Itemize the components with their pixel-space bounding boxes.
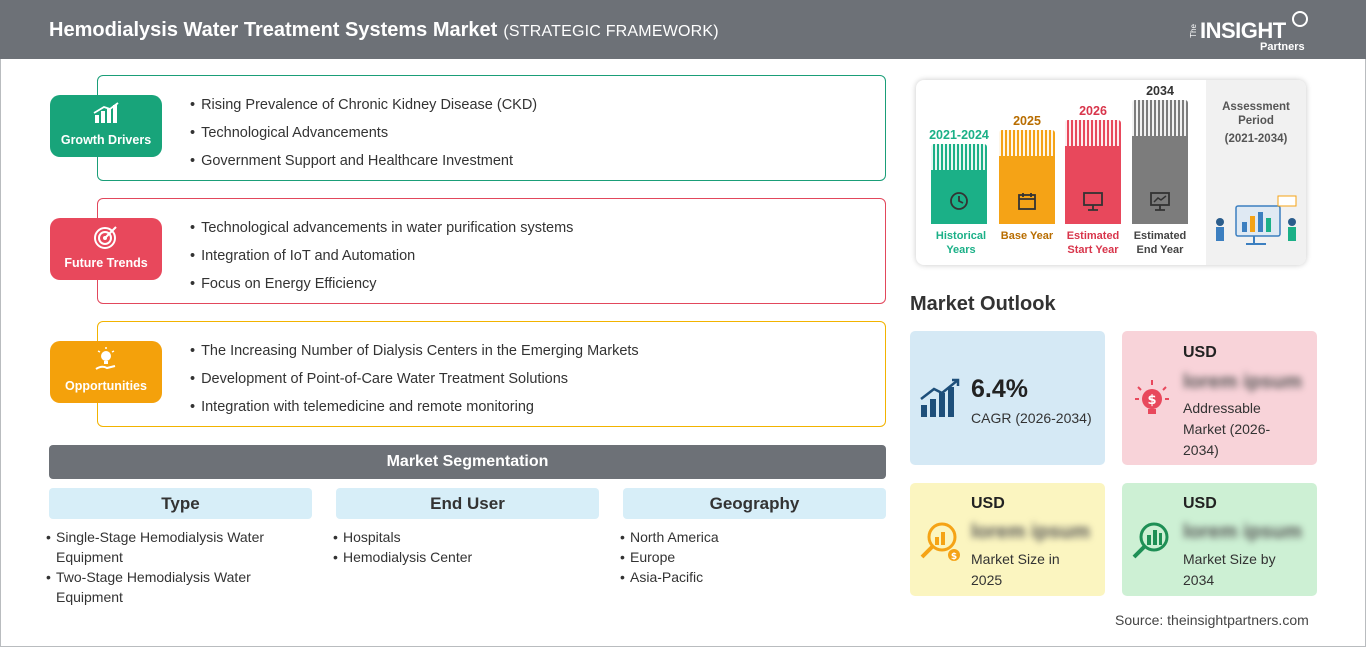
list-item: Asia-Pacific (620, 567, 886, 587)
assessment-period: (2021-2034) (1224, 133, 1288, 145)
logo-partners: Partners (1260, 41, 1305, 53)
svg-text:$: $ (951, 552, 957, 562)
future-trends-card: Technological advancements in water puri… (97, 198, 886, 304)
size-2034-label: Market Size by 2034 (1183, 551, 1276, 588)
segment-type: Type Single-Stage Hemodialysis Water Equ… (46, 488, 312, 607)
timeline-label: Estimated End Year (1133, 230, 1187, 256)
market-outlook-title: Market Outlook (910, 293, 1056, 315)
future-trends-label: Future Trends (64, 256, 148, 270)
magnifier-chart-icon (1130, 519, 1174, 572)
cagr-card: 6.4% CAGR (2026-2034) (910, 331, 1105, 465)
size-2034-currency: USD (1183, 495, 1217, 512)
cagr-value: 6.4% (971, 375, 1028, 403)
segment-heading: Type (49, 488, 312, 519)
size-2034-value: lorem ipsum (1183, 521, 1302, 543)
assessment-label: Assessment Period (1222, 101, 1290, 127)
opportunities-card: The Increasing Number of Dialysis Center… (97, 321, 886, 427)
list-item: Technological advancements in water puri… (190, 218, 573, 246)
list-item: Two-Stage Hemodialysis Water Equipment (46, 567, 312, 607)
assessment-panel: Assessment Period (2021-2034) (1206, 80, 1306, 265)
list-item: North America (620, 527, 886, 547)
segmentation-title: Market Segmentation (49, 445, 886, 479)
monitor-chart-icon (1132, 190, 1188, 217)
opportunities-label: Opportunities (65, 379, 147, 393)
timeline-bar-end (1132, 100, 1188, 224)
list-item: Single-Stage Hemodialysis Water Equipmen… (46, 527, 312, 567)
opportunities-list: The Increasing Number of Dialysis Center… (190, 341, 639, 425)
timeline-label: Base Year (1000, 230, 1054, 242)
list-item: Rising Prevalence of Chronic Kidney Dise… (190, 95, 537, 123)
list-item: Integration of IoT and Automation (190, 246, 573, 274)
bar-stripes (999, 130, 1055, 156)
growth-drivers-label: Growth Drivers (60, 133, 152, 147)
source-text: Source: theinsightpartners.com (1115, 612, 1309, 628)
list-item: Hospitals (333, 527, 599, 547)
addressable-label: Addressable Market (2026-2034) (1183, 400, 1271, 458)
growth-drivers-list: Rising Prevalence of Chronic Kidney Dise… (190, 95, 537, 179)
timeline-year: 2025 (1013, 114, 1041, 128)
bar-stripes (931, 144, 987, 170)
future-trends-list: Technological advancements in water puri… (190, 218, 573, 302)
list-item: Europe (620, 547, 886, 567)
timeline-year: 2021-2024 (929, 128, 989, 142)
addressable-market-card: $ USD lorem ipsum Addressable Market (20… (1122, 331, 1317, 465)
growth-chart-icon (50, 101, 162, 130)
logo-insight: INSIGHT (1200, 18, 1286, 43)
bar-growth-icon (918, 377, 962, 428)
list-item: The Increasing Number of Dialysis Center… (190, 341, 639, 369)
segment-list: North America Europe Asia-Pacific (620, 527, 886, 587)
svg-text:$: $ (1147, 393, 1156, 408)
history-icon (931, 190, 987, 217)
market-size-2034-card: USD lorem ipsum Market Size by 2034 (1122, 483, 1317, 596)
list-item: Hemodialysis Center (333, 547, 599, 567)
segment-list: Hospitals Hemodialysis Center (333, 527, 599, 567)
insight-partners-logo: The INSIGHT Partners (1189, 10, 1320, 54)
timeline-bar-base (999, 130, 1055, 224)
size-2025-currency: USD (971, 495, 1005, 512)
dollar-bulb-icon: $ (1130, 377, 1174, 430)
timeline-bar-historical (931, 144, 987, 224)
growth-drivers-card: Rising Prevalence of Chronic Kidney Dise… (97, 75, 886, 181)
calendar-icon (999, 190, 1055, 217)
timeline-year: 2026 (1079, 104, 1107, 118)
size-2025-label: Market Size in 2025 (971, 551, 1060, 588)
title-subtitle: (STRATEGIC FRAMEWORK) (503, 23, 719, 40)
presentation-icon (1065, 190, 1121, 217)
list-item: Focus on Energy Efficiency (190, 274, 573, 302)
timeline-bar-start (1065, 120, 1121, 224)
header-bar: Hemodialysis Water Treatment Systems Mar… (0, 0, 1366, 59)
analysts-illustration-icon (1210, 192, 1302, 257)
bar-stripes (1065, 120, 1121, 146)
target-icon (50, 224, 162, 255)
timeline-year: 2034 (1146, 84, 1174, 98)
list-item: Integration with telemedicine and remote… (190, 397, 639, 425)
segment-heading: End User (336, 488, 599, 519)
market-size-2025-card: $ USD lorem ipsum Market Size in 2025 (910, 483, 1105, 596)
segment-list: Single-Stage Hemodialysis Water Equipmen… (46, 527, 312, 607)
segment-heading: Geography (623, 488, 886, 519)
segment-end-user: End User Hospitals Hemodialysis Center (333, 488, 599, 567)
timeline-label: Estimated Start Year (1066, 230, 1120, 256)
lightbulb-hand-icon (50, 347, 162, 378)
opportunities-badge: Opportunities (50, 341, 162, 403)
growth-drivers-badge: Growth Drivers (50, 95, 162, 157)
list-item: Development of Point-of-Care Water Treat… (190, 369, 639, 397)
cagr-label: CAGR (2026-2034) (971, 410, 1092, 426)
list-item: Technological Advancements (190, 123, 537, 151)
magnifier-dollar-icon: $ (918, 519, 962, 572)
logo-the: The (1189, 24, 1198, 38)
list-item: Government Support and Healthcare Invest… (190, 151, 537, 179)
addressable-value: lorem ipsum (1183, 371, 1302, 393)
future-trends-badge: Future Trends (50, 218, 162, 280)
bar-stripes (1132, 100, 1188, 136)
page-title: Hemodialysis Water Treatment Systems Mar… (49, 19, 719, 42)
segment-geography: Geography North America Europe Asia-Paci… (620, 488, 886, 587)
size-2025-value: lorem ipsum (971, 521, 1090, 543)
timeline-label: Historical Years (935, 230, 987, 256)
title-text: Hemodialysis Water Treatment Systems Mar… (49, 19, 498, 41)
logo-ring-icon (1292, 11, 1308, 27)
addressable-currency: USD (1183, 344, 1217, 361)
assessment-timeline: 2021-2024 Historical Years 2025 Base Yea… (916, 80, 1306, 265)
